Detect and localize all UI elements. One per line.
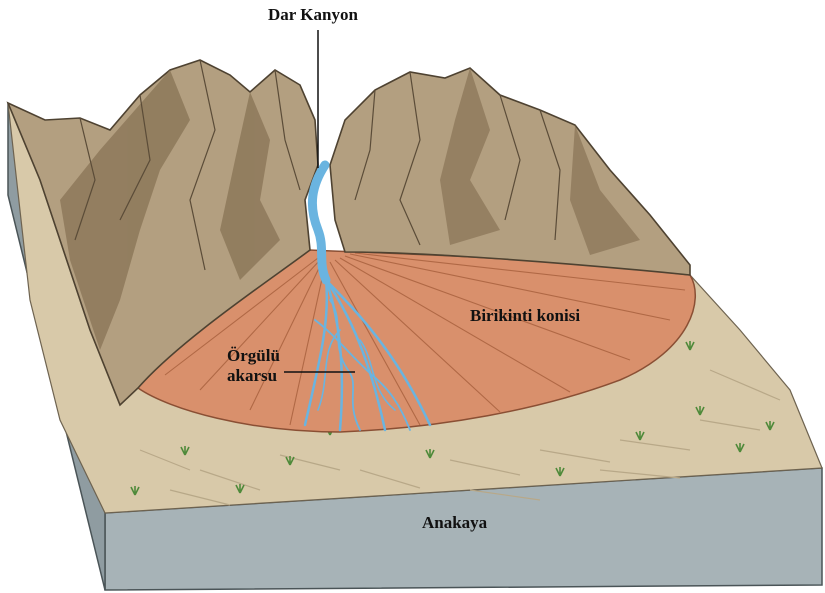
right-mountain (329, 67, 691, 276)
right-mountain-shading (440, 68, 640, 255)
braided-stream (303, 160, 432, 432)
bedrock-label: Anakaya (422, 513, 488, 532)
fan-texture (164, 252, 686, 426)
braided-stream-label: Örgülü akarsu (227, 346, 280, 385)
braided-label-line1: Örgülü (227, 346, 280, 365)
alluvial-fan-label: Birikinti konisi (470, 306, 581, 325)
braided-label-line2: akarsu (227, 365, 278, 385)
left-mountain-ridges (74, 59, 301, 271)
right-mountain-ridges (354, 71, 561, 246)
plain-texture (139, 369, 781, 506)
canyon-label: Dar Kanyon (268, 5, 358, 24)
grass-tufts (130, 341, 775, 496)
